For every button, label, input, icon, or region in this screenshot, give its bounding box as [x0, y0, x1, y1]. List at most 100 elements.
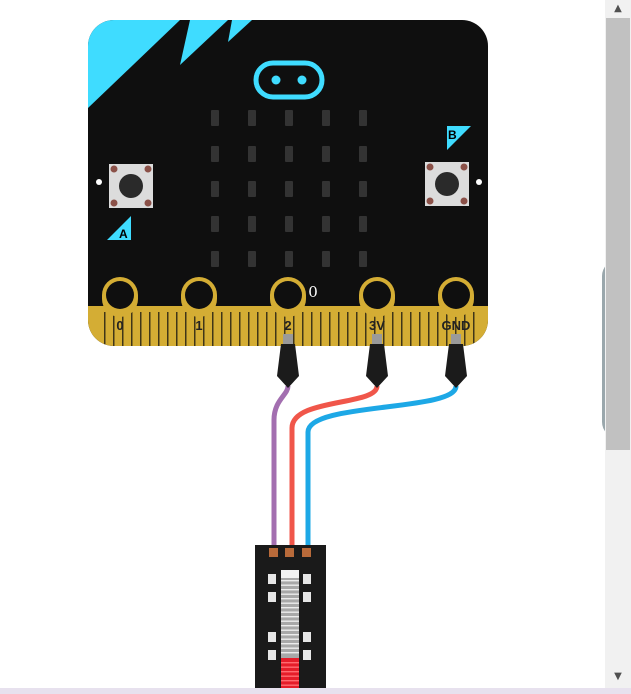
led — [322, 216, 330, 232]
bottom-border — [0, 688, 631, 694]
button-b-cap[interactable] — [435, 172, 459, 196]
logo-icon[interactable] — [253, 60, 325, 100]
slider-level-ridge — [281, 684, 299, 686]
connector-line — [257, 312, 259, 346]
wire-ground[interactable] — [305, 385, 459, 548]
clip-tip — [451, 334, 461, 344]
connector-line — [446, 312, 448, 346]
led — [248, 251, 256, 267]
slider-ridge — [281, 647, 299, 649]
connector-line — [365, 312, 367, 346]
pin-1[interactable]: 1 — [181, 277, 217, 333]
pin-3v[interactable]: 3V — [359, 277, 395, 333]
led — [359, 146, 367, 162]
connector-line — [194, 312, 196, 346]
led — [211, 146, 219, 162]
led — [285, 146, 293, 162]
button-b[interactable]: B — [425, 126, 482, 206]
connector-line — [113, 312, 115, 346]
button-screw — [426, 197, 434, 205]
slider-ridge — [281, 643, 299, 645]
led — [322, 146, 330, 162]
pot-mount — [268, 632, 276, 642]
pin-label-2: 2 — [284, 318, 291, 333]
button-a-cap[interactable] — [119, 174, 143, 198]
slider-ridge — [281, 593, 299, 595]
button-screw — [110, 165, 118, 173]
logo-dot — [297, 75, 307, 85]
clip-body — [366, 344, 388, 388]
slider-ridge — [281, 652, 299, 654]
microbit-board[interactable]: A B 0 1 2 0 — [88, 20, 488, 350]
pot-mount — [303, 592, 311, 602]
slider-ridge — [281, 625, 299, 627]
slider-ridge — [281, 580, 299, 582]
logo-dot — [271, 75, 281, 85]
connector-line — [428, 312, 430, 346]
button-a[interactable]: A — [96, 164, 153, 241]
slider-ridge — [281, 629, 299, 631]
connector-line — [185, 312, 187, 346]
scroll-down-button[interactable]: ▼ — [605, 668, 631, 686]
simulator-canvas: A B 0 1 2 0 — [88, 20, 488, 688]
led — [285, 216, 293, 232]
clip-body — [445, 344, 467, 388]
pot-mount — [303, 650, 311, 660]
led — [322, 110, 330, 126]
connector-line — [374, 312, 376, 346]
connector-line — [212, 312, 214, 346]
slider-ridge — [281, 616, 299, 618]
connector-line — [302, 312, 304, 346]
connector-line — [437, 312, 439, 346]
pin-hole — [185, 281, 213, 309]
connector-line — [221, 312, 223, 346]
connector-line — [419, 312, 421, 346]
led — [211, 181, 219, 197]
connector-line — [311, 312, 313, 346]
connector-line — [158, 312, 160, 346]
pin-0[interactable]: 0 — [102, 277, 138, 333]
pin-label-gnd: GND — [442, 318, 471, 333]
led — [285, 110, 293, 126]
clip-pin-2[interactable] — [277, 334, 299, 388]
clip-pin-3v[interactable] — [366, 334, 388, 388]
connector-line — [347, 312, 349, 346]
pot-terminal — [269, 548, 278, 557]
scroll-up-button[interactable]: ▲ — [605, 0, 631, 18]
slider-level-ridge — [281, 662, 299, 664]
pin-2[interactable]: 2 0 — [270, 277, 318, 333]
slider-track[interactable] — [281, 570, 299, 658]
led — [248, 146, 256, 162]
wire-signal[interactable] — [271, 385, 291, 548]
corner-accent — [88, 20, 180, 108]
slider-cap — [281, 570, 299, 578]
scrollbar-thumb[interactable] — [606, 18, 630, 450]
led — [248, 181, 256, 197]
led — [211, 216, 219, 232]
edge-accent — [180, 20, 228, 65]
connector-line — [104, 312, 106, 346]
pin-gnd[interactable]: GND — [438, 277, 474, 333]
wire-power[interactable] — [289, 385, 380, 548]
connector-line — [149, 312, 151, 346]
slider-level-ridge — [281, 666, 299, 668]
slide-potentiometer[interactable] — [255, 545, 326, 688]
led-matrix — [211, 110, 367, 267]
pin-hole — [106, 281, 134, 309]
triangle-up-icon: ▲ — [614, 3, 622, 14]
connector-line — [464, 312, 466, 346]
slider-level-ridge — [281, 680, 299, 682]
clip-pin-gnd[interactable] — [445, 334, 467, 388]
connector-line — [140, 312, 142, 346]
led — [359, 216, 367, 232]
connector-line — [401, 312, 403, 346]
connector-line — [176, 312, 178, 346]
pin-label-0: 0 — [116, 318, 123, 333]
slider-ridge — [281, 589, 299, 591]
slider-ridge — [281, 638, 299, 640]
connector-line — [392, 312, 394, 346]
led — [359, 251, 367, 267]
connector-line — [239, 312, 241, 346]
connector-line — [266, 312, 268, 346]
led — [285, 251, 293, 267]
